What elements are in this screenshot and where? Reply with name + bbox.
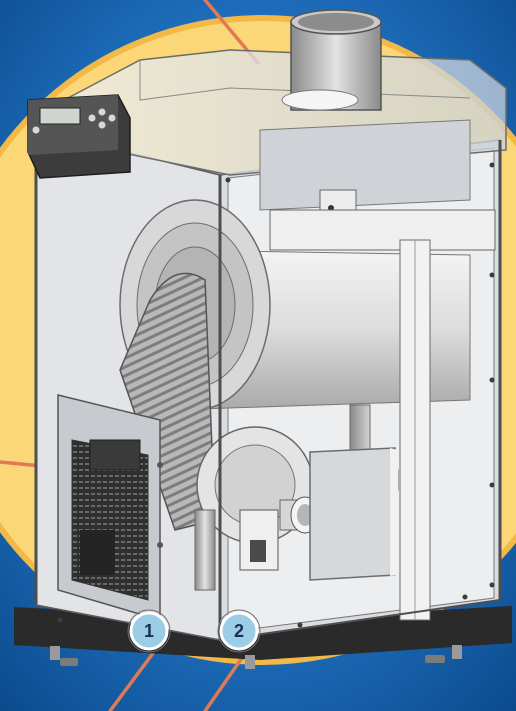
callout-label-1: 1 — [144, 621, 154, 641]
callout-badge-2: 2 — [217, 609, 261, 653]
boiler-cutaway-icon — [14, 9, 512, 669]
control-display-icon — [27, 94, 131, 179]
callout-badge-1: 1 — [127, 609, 171, 653]
callout-label-2: 2 — [234, 621, 244, 641]
